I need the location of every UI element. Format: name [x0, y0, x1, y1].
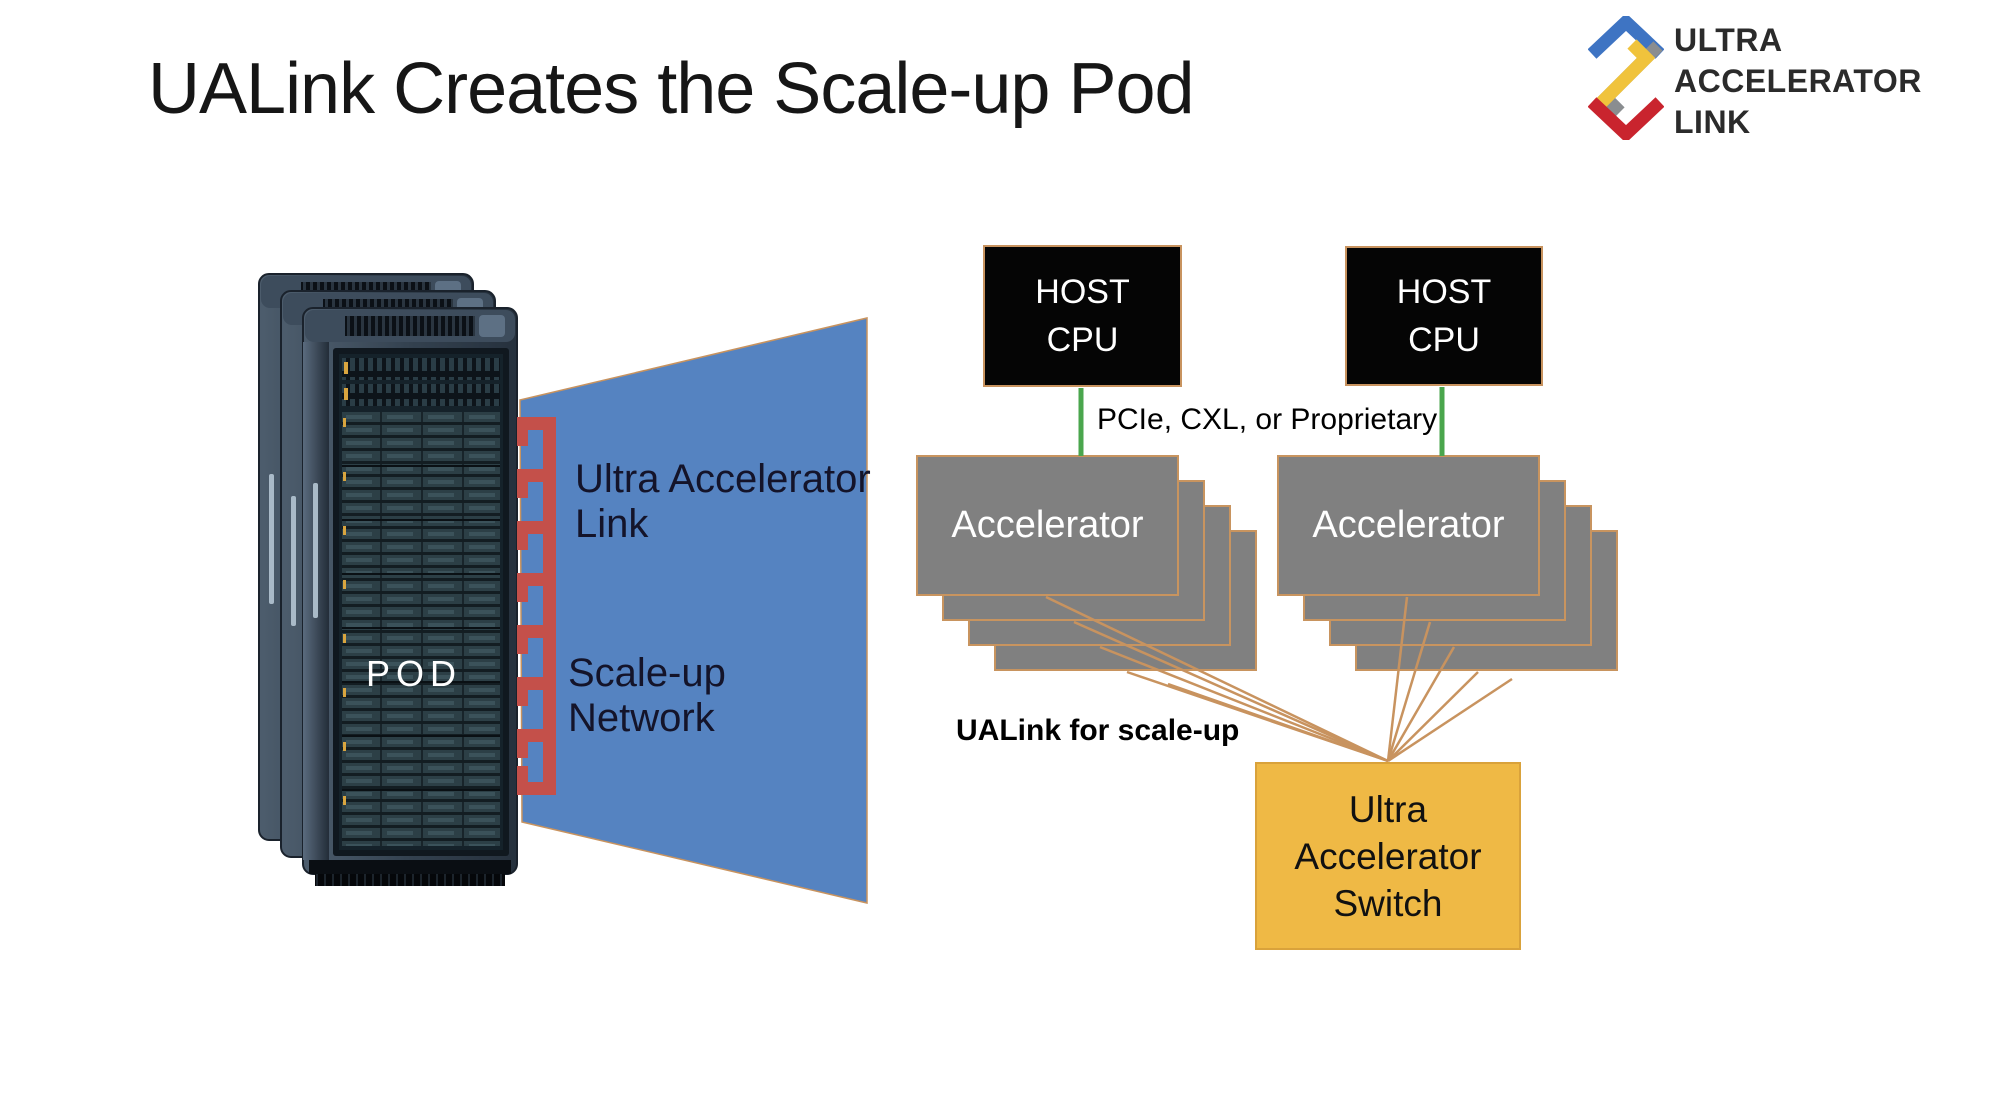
ultra-accelerator-link-label: Ultra Accelerator Link	[575, 457, 871, 546]
scale-up-network-label: Scale-up Network	[568, 651, 726, 740]
host-cpu-box-2: HOST CPU	[1345, 246, 1543, 386]
scale-up-callout-shape	[519, 317, 868, 904]
ualink-bracket	[517, 417, 556, 795]
accelerator-box-front: Accelerator	[1277, 455, 1540, 596]
ualink-logo-icon	[1588, 16, 1664, 140]
pod-label: POD	[366, 653, 463, 694]
cpu-link-label: PCIe, CXL, or Proprietary	[1097, 403, 1438, 436]
host-cpu-box-1: HOST CPU	[983, 245, 1182, 387]
accelerator-box-front: Accelerator	[916, 455, 1179, 596]
page-title: UALink Creates the Scale-up Pod	[148, 49, 1195, 129]
ualink-logo-text: ULTRA ACCELERATOR LINK	[1674, 22, 1922, 140]
accelerator-stack-1: Accelerator	[916, 455, 1257, 671]
accelerator-stack-2: Accelerator	[1277, 455, 1618, 671]
ualink-logo: ULTRA ACCELERATOR LINK	[1588, 16, 1922, 143]
ultra-accelerator-switch-box: Ultra Accelerator Switch	[1255, 762, 1521, 950]
ualink-for-scale-up-label: UALink for scale-up	[956, 714, 1240, 747]
server-rack-image	[258, 273, 518, 886]
